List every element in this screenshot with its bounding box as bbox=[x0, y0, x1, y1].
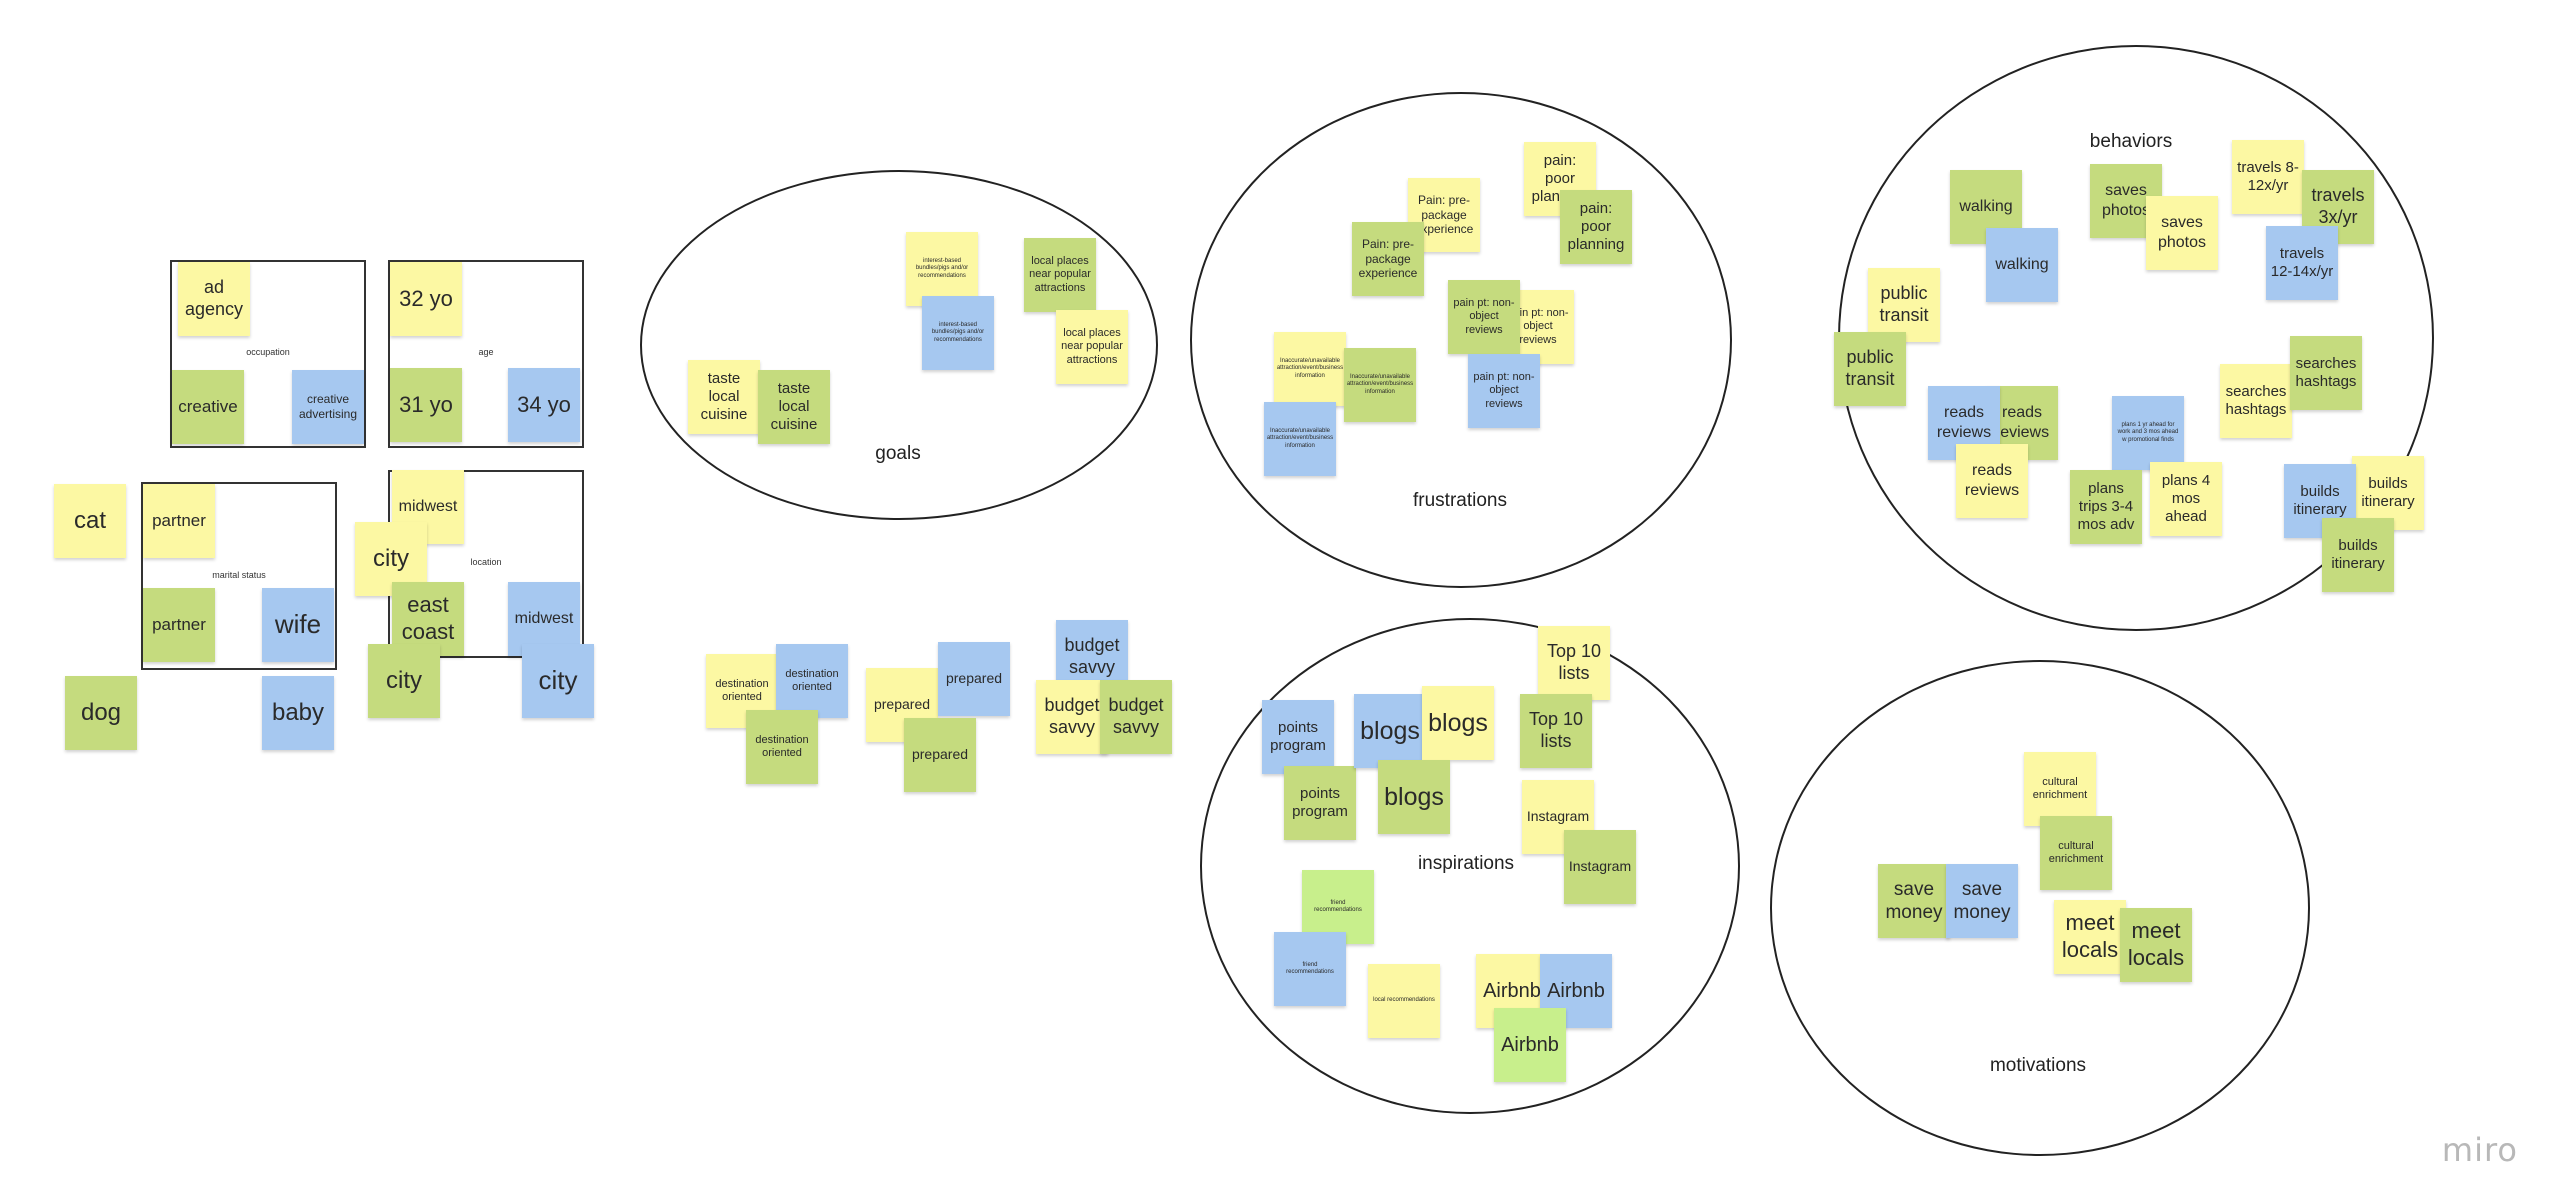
sticky-note[interactable]: points program bbox=[1262, 700, 1334, 774]
sticky-note[interactable]: pain: poor planning bbox=[1560, 190, 1632, 264]
frame-age[interactable] bbox=[388, 260, 584, 448]
cluster-label-inspirations: inspirations bbox=[1417, 853, 1515, 874]
sticky-note[interactable]: budget savvy bbox=[1100, 680, 1172, 754]
sticky-note[interactable]: destination oriented bbox=[746, 710, 818, 784]
sticky-note[interactable]: creative advertising bbox=[292, 370, 364, 444]
sticky-note[interactable]: friend recommendations bbox=[1302, 870, 1374, 944]
cluster-motivations[interactable] bbox=[1770, 660, 2310, 1156]
sticky-note[interactable]: prepared bbox=[938, 642, 1010, 716]
sticky-note[interactable]: builds itinerary bbox=[2352, 456, 2424, 530]
sticky-note[interactable]: pain pt: non-object reviews bbox=[1468, 354, 1540, 428]
sticky-note[interactable]: Inaccurate/unavailable attraction/event/… bbox=[1274, 332, 1346, 406]
sticky-note[interactable]: baby bbox=[262, 676, 334, 750]
cluster-inspirations[interactable] bbox=[1200, 618, 1740, 1114]
sticky-note[interactable]: dog bbox=[65, 676, 137, 750]
frame-label-location: location bbox=[470, 557, 502, 567]
cluster-label-motivations: motivations bbox=[1989, 1055, 2087, 1076]
sticky-note[interactable]: blogs bbox=[1422, 686, 1494, 760]
cluster-label-frustrations: frustrations bbox=[1413, 490, 1507, 511]
sticky-note[interactable]: interest-based bundles/pigs and/or recom… bbox=[906, 232, 978, 306]
sticky-note[interactable]: Pain: pre-package experience bbox=[1352, 222, 1424, 296]
sticky-note[interactable]: builds itinerary bbox=[2284, 464, 2356, 538]
sticky-note[interactable]: 31 yo bbox=[390, 368, 462, 442]
sticky-note[interactable]: builds itinerary bbox=[2322, 518, 2394, 592]
sticky-note[interactable]: local places near popular attractions bbox=[1024, 238, 1096, 312]
sticky-note[interactable]: cultural enrichment bbox=[2040, 816, 2112, 890]
sticky-note[interactable]: meet locals bbox=[2120, 908, 2192, 982]
frame-label-age: age bbox=[478, 347, 494, 357]
sticky-note[interactable]: save money bbox=[1946, 864, 2018, 938]
sticky-note[interactable]: city bbox=[368, 644, 440, 718]
sticky-note[interactable]: budget savvy bbox=[1036, 680, 1108, 754]
sticky-note[interactable]: plans 1 yr ahead for work and 3 mos ahea… bbox=[2112, 396, 2184, 470]
sticky-note[interactable]: travels 8-12x/yr bbox=[2232, 140, 2304, 214]
sticky-note[interactable]: blogs bbox=[1378, 760, 1450, 834]
sticky-note[interactable]: interest-based bundles/pigs and/or recom… bbox=[922, 296, 994, 370]
sticky-note[interactable]: plans 4 mos ahead bbox=[2150, 462, 2222, 536]
sticky-note[interactable]: meet locals bbox=[2054, 900, 2126, 974]
sticky-note[interactable]: saves photos bbox=[2146, 196, 2218, 270]
sticky-note[interactable]: local places near popular attractions bbox=[1056, 310, 1128, 384]
sticky-note[interactable]: searches hashtags bbox=[2290, 336, 2362, 410]
frame-occupation[interactable] bbox=[170, 260, 366, 448]
sticky-note[interactable]: friend recommendations bbox=[1274, 932, 1346, 1006]
sticky-note[interactable]: Inaccurate/unavailable attraction/event/… bbox=[1264, 402, 1336, 476]
sticky-note[interactable]: prepared bbox=[904, 718, 976, 792]
sticky-note[interactable]: save money bbox=[1878, 864, 1950, 938]
sticky-note[interactable]: walking bbox=[1986, 228, 2058, 302]
sticky-note[interactable]: partner bbox=[143, 588, 215, 662]
sticky-note[interactable]: taste local cuisine bbox=[688, 360, 760, 434]
sticky-note[interactable]: destination oriented bbox=[776, 644, 848, 718]
sticky-note[interactable]: cat bbox=[54, 484, 126, 558]
sticky-note[interactable]: 32 yo bbox=[390, 262, 462, 336]
sticky-note[interactable]: searches hashtags bbox=[2220, 364, 2292, 438]
cluster-label-goals: goals bbox=[875, 443, 921, 464]
frame-marital-status[interactable] bbox=[141, 482, 337, 670]
sticky-note[interactable]: local recommendations bbox=[1368, 964, 1440, 1038]
sticky-note[interactable]: partner bbox=[143, 484, 215, 558]
sticky-note[interactable]: Inaccurate/unavailable attraction/event/… bbox=[1344, 348, 1416, 422]
miro-logo: miro bbox=[2441, 1131, 2518, 1169]
sticky-note[interactable]: 34 yo bbox=[508, 368, 580, 442]
sticky-note[interactable]: points program bbox=[1284, 766, 1356, 840]
sticky-note[interactable]: Instagram bbox=[1564, 830, 1636, 904]
sticky-note[interactable]: ad agency bbox=[178, 262, 250, 336]
sticky-note[interactable]: prepared bbox=[866, 668, 938, 742]
sticky-note[interactable]: wife bbox=[262, 588, 334, 662]
sticky-note[interactable]: pain pt: non-object reviews bbox=[1448, 280, 1520, 354]
sticky-note[interactable]: cultural enrichment bbox=[2024, 752, 2096, 826]
sticky-note[interactable]: public transit bbox=[1868, 268, 1940, 342]
cluster-label-behaviors: behaviors bbox=[2089, 131, 2173, 152]
sticky-note[interactable]: city bbox=[522, 644, 594, 718]
sticky-note[interactable]: Top 10 lists bbox=[1520, 694, 1592, 768]
sticky-note[interactable]: blogs bbox=[1354, 694, 1426, 768]
frame-label-marital-status: marital status bbox=[212, 570, 266, 580]
sticky-note[interactable]: Top 10 lists bbox=[1538, 626, 1610, 700]
cluster-goals[interactable] bbox=[640, 170, 1158, 520]
frame-label-occupation: occupation bbox=[246, 347, 290, 357]
sticky-note[interactable]: Pain: pre-package experience bbox=[1408, 178, 1480, 252]
sticky-note[interactable]: Instagram bbox=[1522, 780, 1594, 854]
sticky-note[interactable]: reads reviews bbox=[1956, 444, 2028, 518]
sticky-note[interactable]: Airbnb bbox=[1494, 1008, 1566, 1082]
sticky-note[interactable]: travels 12-14x/yr bbox=[2266, 226, 2338, 300]
sticky-note[interactable]: plans trips 3-4 mos adv bbox=[2070, 470, 2142, 544]
cluster-frustrations[interactable] bbox=[1190, 92, 1732, 588]
sticky-note[interactable]: creative bbox=[172, 370, 244, 444]
sticky-note[interactable]: taste local cuisine bbox=[758, 370, 830, 444]
sticky-note[interactable]: east coast bbox=[392, 582, 464, 656]
sticky-note[interactable]: public transit bbox=[1834, 332, 1906, 406]
sticky-note[interactable]: midwest bbox=[508, 582, 580, 656]
